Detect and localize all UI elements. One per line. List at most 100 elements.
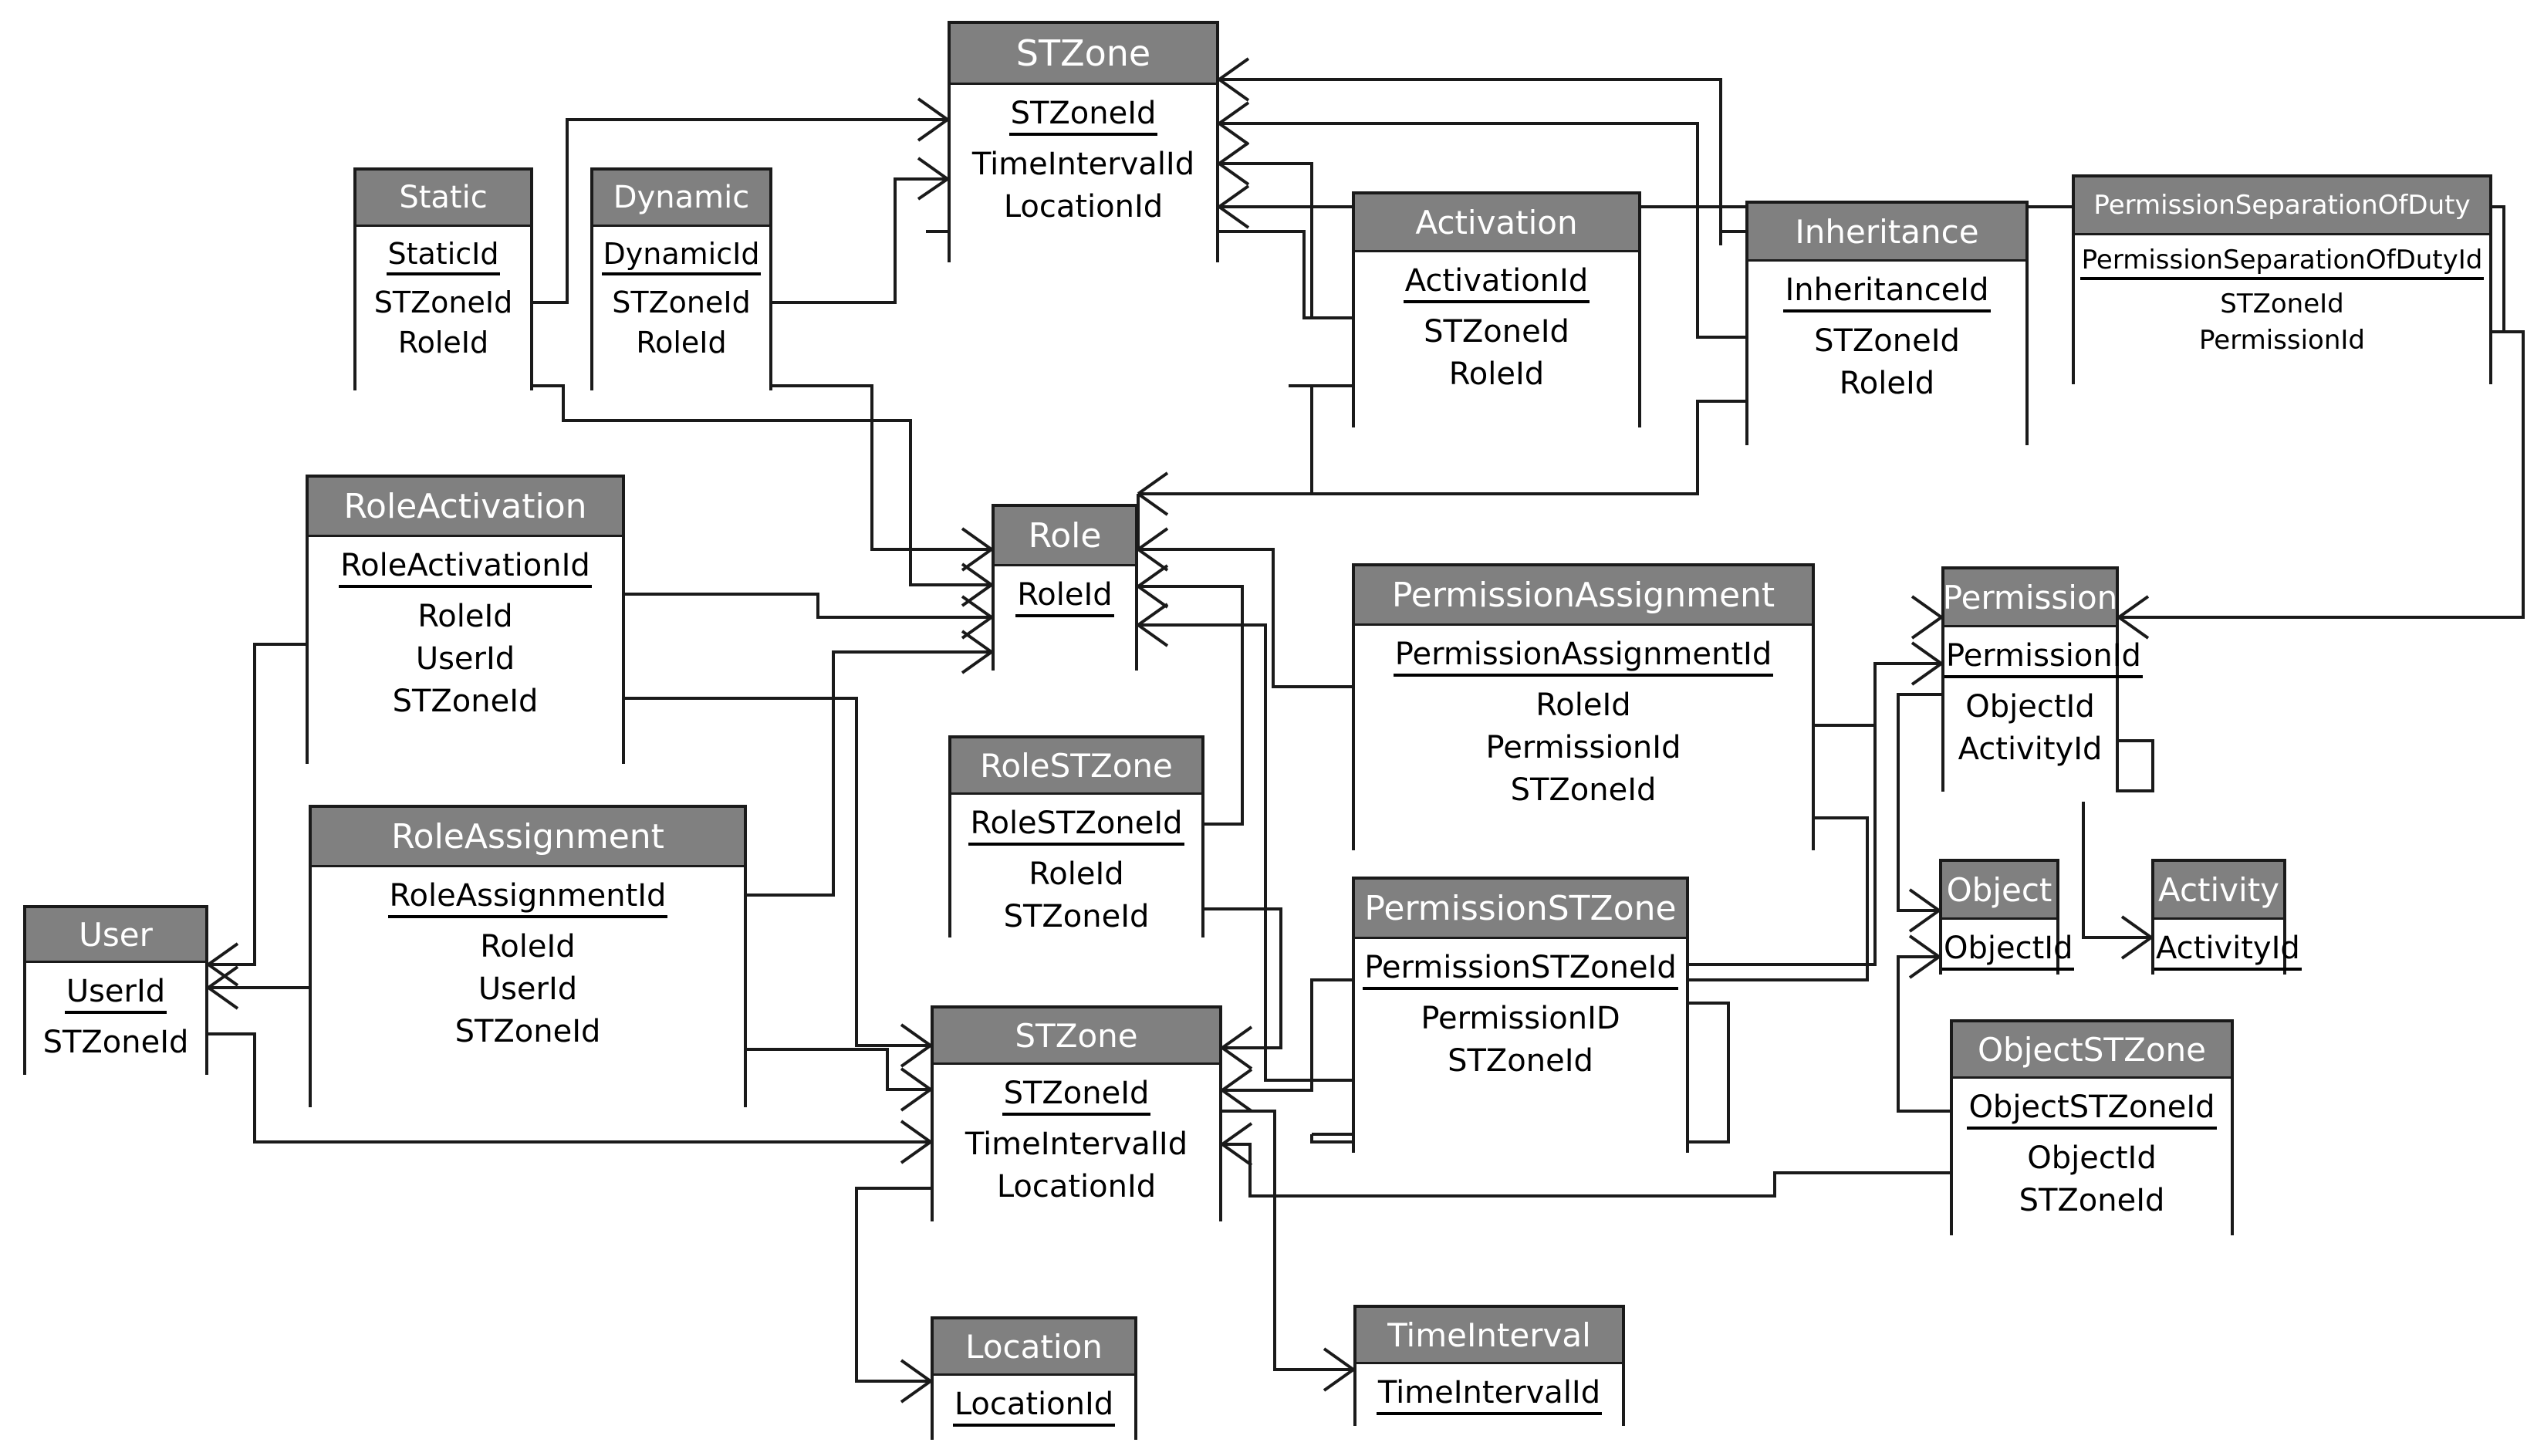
attribute-label: PermissionId xyxy=(2199,325,2365,356)
entity-title: RoleSTZone xyxy=(951,738,1201,795)
entity-attributes: ActivityId xyxy=(2154,920,2302,985)
attribute-label: RoleId xyxy=(397,326,489,360)
entity-title: PermissionSeparationOfDuty xyxy=(2075,177,2489,235)
attribute-label: RoleId xyxy=(1029,856,1124,892)
attribute-label: STZoneId xyxy=(2220,289,2344,319)
attribute-label: RoleId xyxy=(1536,687,1631,723)
primary-key-label: LocationId xyxy=(952,1387,1116,1427)
primary-key-attribute: PermissionId xyxy=(1944,638,2143,678)
attribute-label: PermissionId xyxy=(1485,730,1681,765)
entity-title: RoleActivation xyxy=(309,478,622,537)
attribute-label: STZoneId xyxy=(1003,899,1150,934)
primary-key-label: ActivityId xyxy=(2154,931,2302,971)
primary-key-label: RoleAssignmentId xyxy=(387,878,668,918)
attribute-label: STZoneId xyxy=(1510,772,1657,808)
primary-key-attribute: RoleAssignmentId xyxy=(312,878,744,918)
primary-key-label: ObjectSTZoneId xyxy=(1967,1089,2217,1130)
attribute-label: ObjectId xyxy=(1965,689,2095,725)
attribute-label: UserId xyxy=(415,641,515,677)
primary-key-label: ObjectId xyxy=(1942,931,2075,971)
primary-key-attribute: StaticId xyxy=(356,237,530,275)
attribute-label: RoleId xyxy=(1839,366,1935,401)
attribute-label: STZoneId xyxy=(42,1025,189,1060)
entity-title: Activity xyxy=(2154,862,2283,920)
primary-key-attribute: TimeIntervalId xyxy=(1356,1375,1622,1415)
attribute-label: STZoneId xyxy=(1448,1043,1593,1079)
entity-title: User xyxy=(26,908,205,963)
primary-key-attribute: LocationId xyxy=(934,1387,1134,1427)
entity-attributes: LocationId xyxy=(934,1376,1134,1450)
attribute-label: STZoneId xyxy=(1424,314,1569,350)
attribute-label: LocationId xyxy=(1003,189,1164,225)
entity-title: TimeInterval xyxy=(1356,1308,1622,1364)
attribute-label: STZoneId xyxy=(2019,1183,2165,1218)
attribute-label: STZoneId xyxy=(612,285,751,319)
entity-title: Dynamic xyxy=(593,171,769,227)
primary-key-attribute: ActivationId xyxy=(1355,263,1638,303)
entity-title: Static xyxy=(356,171,530,227)
attribute-label: TimeIntervalId xyxy=(965,1127,1188,1162)
primary-key-attribute: RoleActivationId xyxy=(309,548,622,588)
entity-title: PermissionSTZone xyxy=(1355,880,1686,939)
attribute-label: STZoneId xyxy=(392,684,539,719)
attribute-label: PermissionID xyxy=(1421,1001,1620,1036)
entity-title: Object xyxy=(1942,862,2056,920)
primary-key-attribute: PermissionAssignmentId xyxy=(1355,637,1812,677)
entity-title: PermissionAssignment xyxy=(1355,566,1812,626)
primary-key-attribute: RoleId xyxy=(995,577,1135,617)
primary-key-label: PermissionAssignmentId xyxy=(1393,637,1774,677)
primary-key-label: PermissionSTZoneId xyxy=(1363,950,1678,990)
primary-key-attribute: InheritanceId xyxy=(1748,272,2025,312)
primary-key-label: TimeIntervalId xyxy=(1376,1375,1603,1415)
primary-key-label: DynamicId xyxy=(601,237,762,275)
primary-key-label: STZoneId xyxy=(1008,96,1158,136)
entity-attributes: TimeIntervalId xyxy=(1356,1364,1622,1436)
primary-key-label: StaticId xyxy=(386,237,501,275)
attribute-label: LocationId xyxy=(996,1169,1157,1204)
attribute-label: RoleId xyxy=(1448,356,1545,392)
attribute-label: STZoneId xyxy=(1814,323,1960,359)
attribute-label: TimeIntervalId xyxy=(971,147,1195,182)
attribute-label: ObjectId xyxy=(2027,1140,2157,1176)
primary-key-attribute: STZoneId xyxy=(951,96,1216,136)
primary-key-attribute: RoleSTZoneId xyxy=(951,806,1201,846)
entity-title: Activation xyxy=(1355,194,1638,252)
entity-attributes: RoleId xyxy=(995,566,1135,681)
primary-key-label: RoleActivationId xyxy=(339,548,592,588)
attribute-label: RoleId xyxy=(480,929,576,964)
entity-title: RoleAssignment xyxy=(312,808,744,867)
attribute-label: STZoneId xyxy=(373,285,513,319)
entity-title: Location xyxy=(934,1319,1134,1376)
